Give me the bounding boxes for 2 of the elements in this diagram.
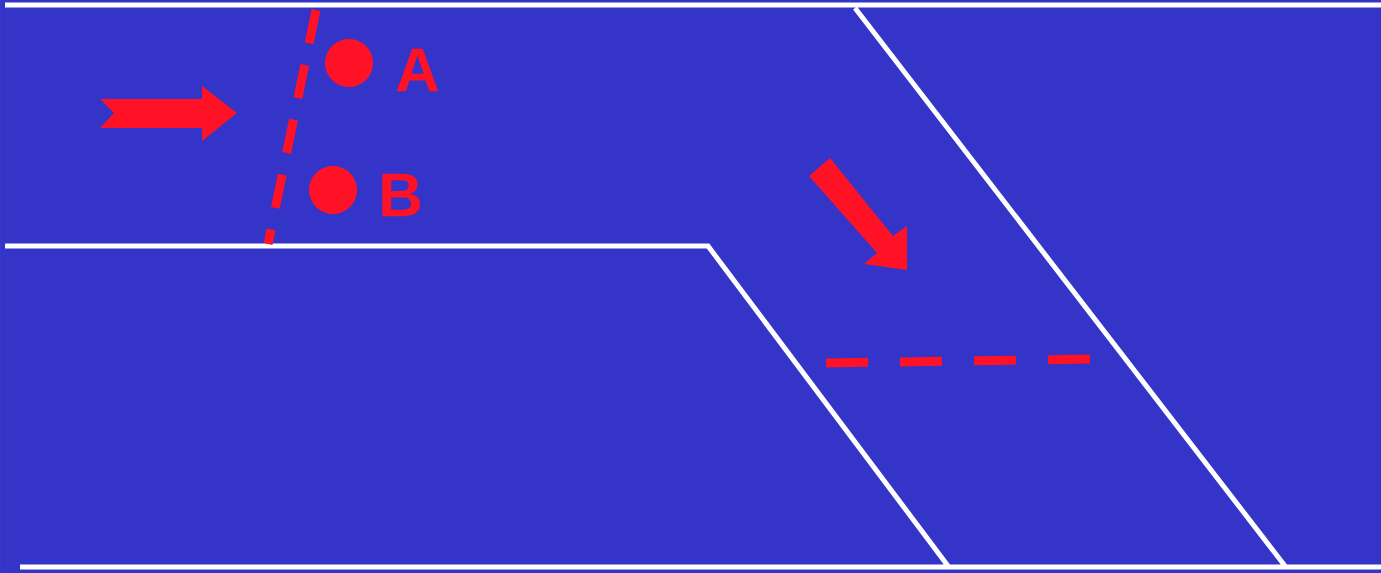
point-label: A xyxy=(396,48,439,92)
point-label: B xyxy=(382,173,420,217)
